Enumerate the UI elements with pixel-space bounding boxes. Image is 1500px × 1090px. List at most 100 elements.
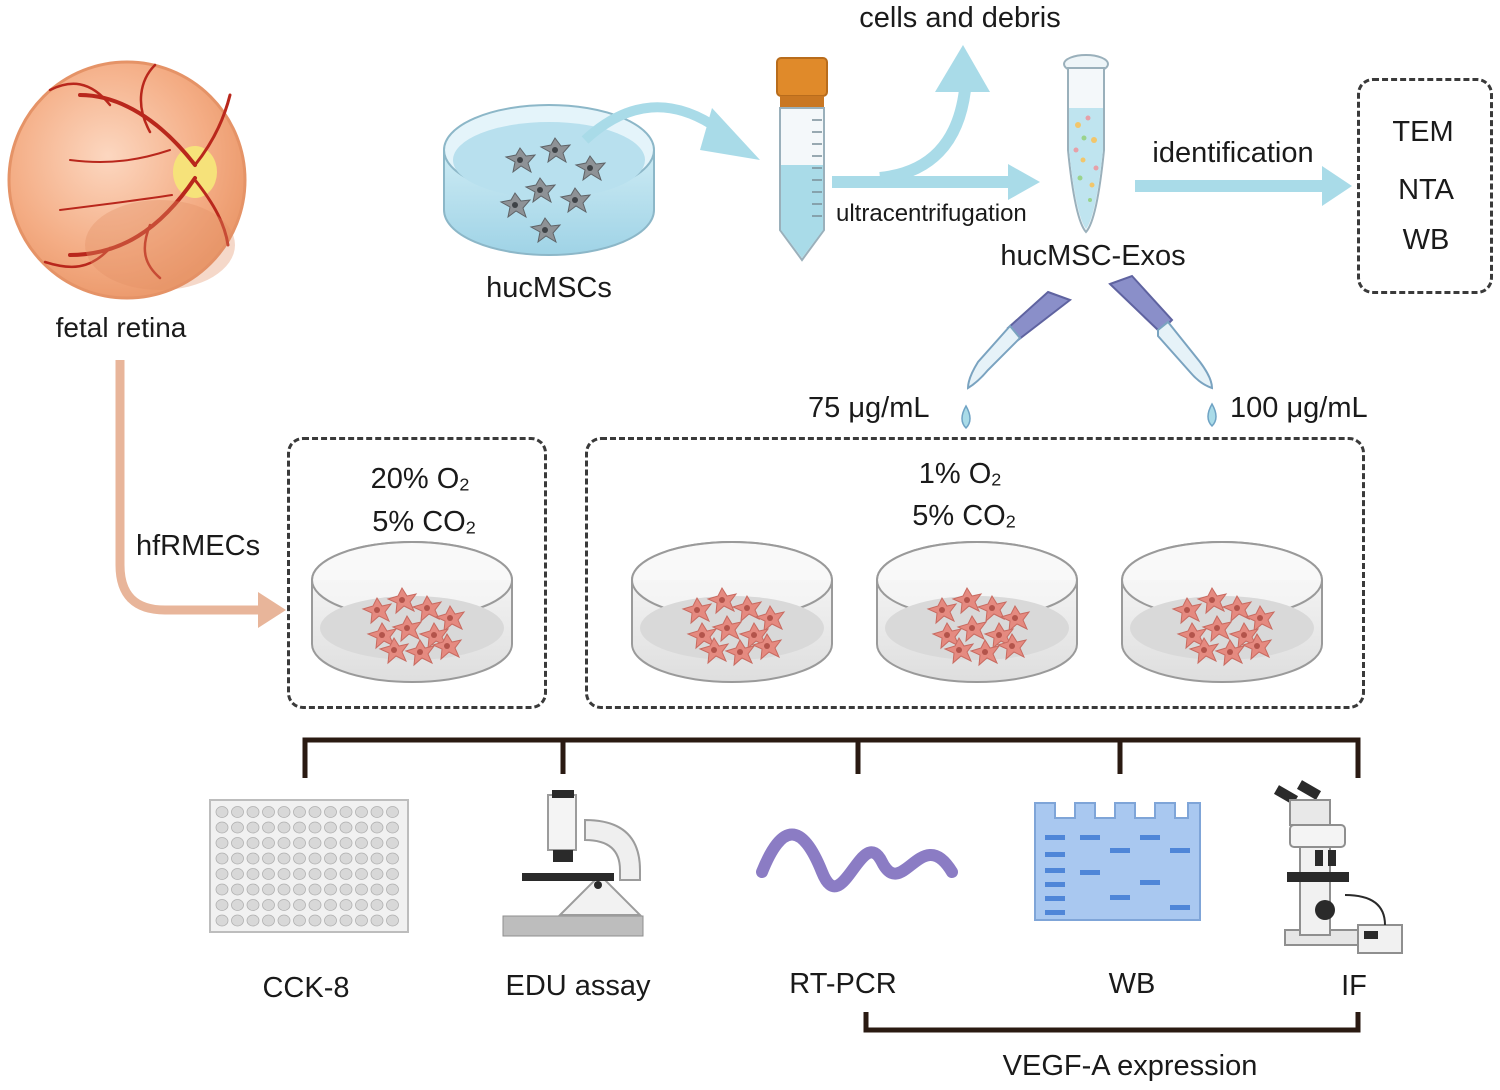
well [231,852,244,865]
well [386,852,399,865]
gel-band [1045,896,1065,901]
fluorescence-microscope-icon [1273,780,1403,954]
identification-method-nta: NTA [1398,174,1454,206]
well [308,899,322,911]
hypoxia-o2: 1% O2 [918,458,1002,490]
centrifuge-tube-illustration [776,57,828,262]
well [262,852,275,865]
well [370,852,384,865]
well [246,868,260,880]
gel-band [1170,848,1190,853]
well [293,914,306,927]
identification-method-tem: TEM [1392,116,1454,148]
label-vegf-a-expression: VEGF-A expression [1002,1050,1258,1082]
well [293,806,306,818]
well [355,914,368,927]
well [308,868,322,880]
label-dose-high: 100 μg/mL [1230,392,1368,424]
well [339,837,353,849]
well [231,883,244,896]
well [308,914,322,927]
well [246,852,260,865]
dropper-low-dose [961,290,1073,430]
well [262,883,275,896]
gel-band [1045,910,1065,915]
well [339,899,353,911]
normoxia-o2: 20% O2 [370,463,470,495]
well [370,883,384,896]
well [324,914,337,927]
gel-band [1045,835,1065,840]
well [308,883,322,896]
gel-band [1080,835,1100,840]
well [277,837,291,849]
gel-band [1045,868,1065,873]
well [308,852,322,865]
well [246,821,260,834]
well [293,837,306,849]
well [293,883,306,896]
well [339,868,353,880]
label-hucmscs: hucMSCs [486,272,612,304]
well [355,883,368,896]
well [339,821,353,834]
arrow-identification [1135,166,1352,206]
dropper-high-dose [1108,274,1217,428]
arrow-retina-to-hfrmecs [115,360,286,628]
well [339,852,353,865]
well [339,883,353,896]
well [355,868,368,880]
well [246,837,260,849]
well [386,821,399,834]
gel-band [1045,882,1065,887]
well [277,821,291,834]
well [277,806,291,818]
well [370,868,384,880]
exosome-tube-illustration [1063,54,1109,234]
well [262,821,275,834]
gel-band [1110,895,1130,900]
well [262,806,275,818]
well [231,899,244,911]
label-cells-and-debris: cells and debris [859,2,1061,34]
vegf-bracket [863,1012,1361,1033]
assay-label-cck8: CCK-8 [262,972,350,1004]
well [324,806,337,818]
well [277,868,291,880]
label-identification: identification [1152,137,1314,169]
gel-band [1140,880,1160,885]
identification-method-wb: WB [1402,224,1450,256]
well [308,806,322,818]
normoxia-co2: 5% CO2 [372,506,476,538]
normoxia-box [287,437,547,709]
well [324,868,337,880]
well [386,899,399,911]
label-fetal-retina: fetal retina [55,312,187,343]
well [339,914,353,927]
gel-band [1080,870,1100,875]
arrow-dish-to-tube [581,102,760,160]
label-hucmsc-exos: hucMSC-Exos [1000,240,1186,272]
well [355,837,368,849]
hucmscs-dish-illustration [443,104,655,256]
well [215,852,229,865]
well [324,837,337,849]
well [324,883,337,896]
hypoxia-co2: 5% CO2 [912,500,1016,532]
well [370,899,384,911]
label-hfrmecs: hfRMECs [136,530,261,562]
well [370,821,384,834]
well [262,914,275,927]
assay-bracket [302,737,1361,778]
well [277,852,291,865]
well [246,883,260,896]
well [293,852,306,865]
well [324,821,337,834]
well [231,821,244,834]
well [277,899,291,911]
well [231,868,244,880]
well [262,837,275,849]
well [386,914,399,927]
